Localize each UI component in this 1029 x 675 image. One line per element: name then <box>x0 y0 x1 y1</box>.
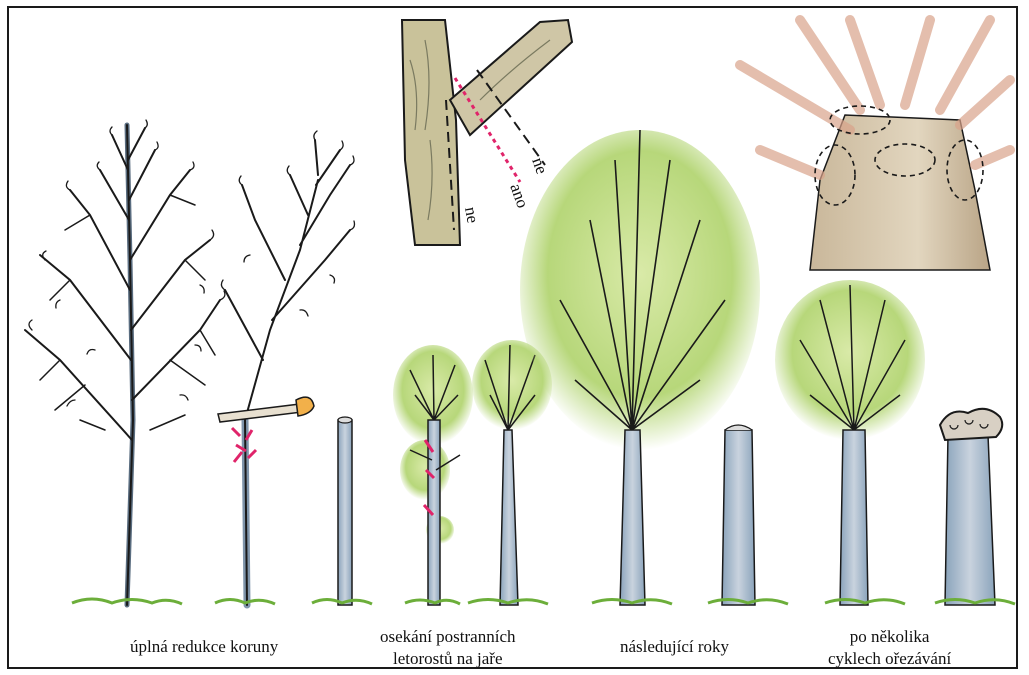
caption-following-years: následující roky <box>620 636 729 658</box>
caption-spring-trim: osekání postranních letorostů na jaře <box>380 626 516 670</box>
pollard-tree-leafy <box>775 280 925 605</box>
caption-spring-trim-line1: osekání postranních <box>380 626 516 648</box>
pollard-post-bare <box>338 417 352 605</box>
label-yes: ano <box>506 181 532 211</box>
leafy-tree-side-shoots <box>393 345 473 605</box>
caption-spring-trim-line2: letorostů na jaře <box>380 648 516 670</box>
grass-patch <box>405 600 460 604</box>
caption-after-cycles-line2: cyklech ořezávání <box>828 648 951 670</box>
bare-tree-sawing <box>221 131 354 605</box>
pollard-knob-inset <box>740 20 1010 270</box>
caption-full-reduction: úplná redukce koruny <box>130 636 278 658</box>
leafy-tree-small-crown <box>472 340 552 605</box>
saw-icon <box>218 397 314 422</box>
pollard-post-cut <box>722 425 755 605</box>
label-no-lower: ne <box>461 205 482 224</box>
caption-after-cycles-line1: po několika <box>828 626 951 648</box>
label-no-upper: ne <box>528 155 551 177</box>
caption-after-cycles: po několika cyklech ořezávání <box>828 626 951 670</box>
pollard-knob-head <box>940 409 1002 605</box>
bare-tree-full <box>25 120 225 605</box>
